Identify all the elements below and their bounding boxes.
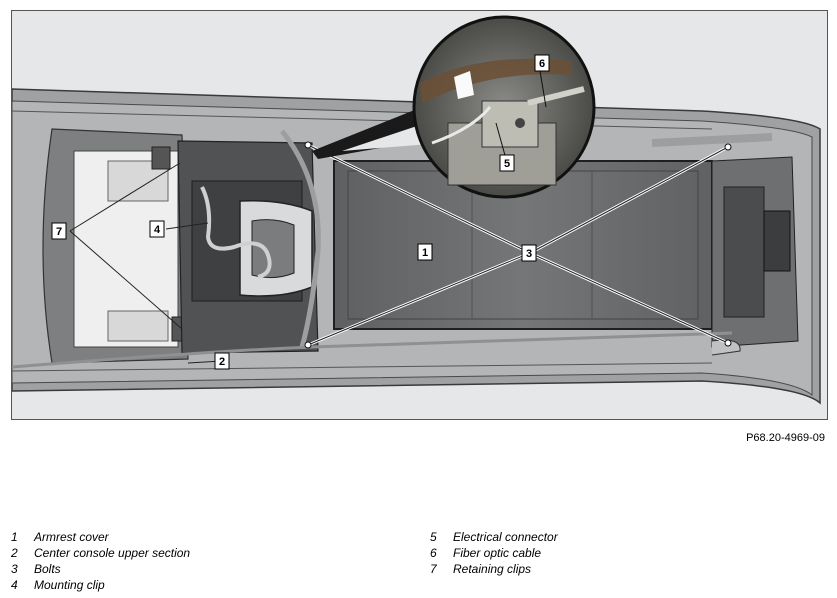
legend-item-number: 4 (11, 578, 18, 592)
svg-text:6: 6 (539, 58, 545, 70)
svg-text:3: 3 (526, 248, 532, 260)
legend-item-label: Mounting clip (34, 578, 105, 592)
legend-item: 4 Mounting clip (11, 577, 190, 593)
legend-item-number: 7 (430, 562, 437, 576)
legend-item: 3 Bolts (11, 561, 190, 577)
callout-4: 4 (149, 220, 165, 238)
legend-item-number: 2 (11, 546, 18, 560)
legend-item: 5 Electrical connector (430, 529, 558, 545)
svg-text:1: 1 (422, 247, 428, 259)
legend-item-label: Center console upper section (34, 546, 191, 560)
callout-2: 2 (214, 352, 230, 370)
legend-item-number: 5 (430, 530, 437, 544)
technical-illustration: 1 2 3 4 5 6 7 (11, 10, 828, 420)
legend-right-column: 5 Electrical connector 6 Fiber optic cab… (430, 529, 558, 577)
svg-text:4: 4 (154, 224, 161, 236)
legend-item-label: Bolts (34, 562, 61, 576)
svg-text:5: 5 (504, 158, 510, 170)
callout-5: 5 (499, 154, 515, 172)
legend-left-column: 1 Armrest cover 2 Center console upper s… (11, 529, 190, 593)
legend-item-number: 3 (11, 562, 18, 576)
legend-item: 1 Armrest cover (11, 529, 190, 545)
callout-7: 7 (51, 222, 67, 240)
legend-item-number: 1 (11, 530, 18, 544)
legend-item-label: Retaining clips (453, 562, 532, 576)
legend-item: 6 Fiber optic cable (430, 545, 558, 561)
callout-1: 1 (417, 243, 433, 261)
legend-item: 2 Center console upper section (11, 545, 190, 561)
figure-code: P68.20-4969-09 (746, 432, 825, 444)
svg-text:2: 2 (219, 356, 225, 368)
legend-item-label: Fiber optic cable (453, 546, 542, 560)
center-console-drawing: 1 2 3 4 5 6 7 (12, 15, 821, 405)
legend-item: 7 Retaining clips (430, 561, 558, 577)
legend-item-label: Armrest cover (34, 530, 109, 544)
callout-6: 6 (534, 54, 550, 72)
legend-item-label: Electrical connector (453, 530, 558, 544)
legend-item-number: 6 (430, 546, 437, 560)
callout-3: 3 (521, 244, 537, 262)
svg-text:7: 7 (56, 226, 62, 238)
